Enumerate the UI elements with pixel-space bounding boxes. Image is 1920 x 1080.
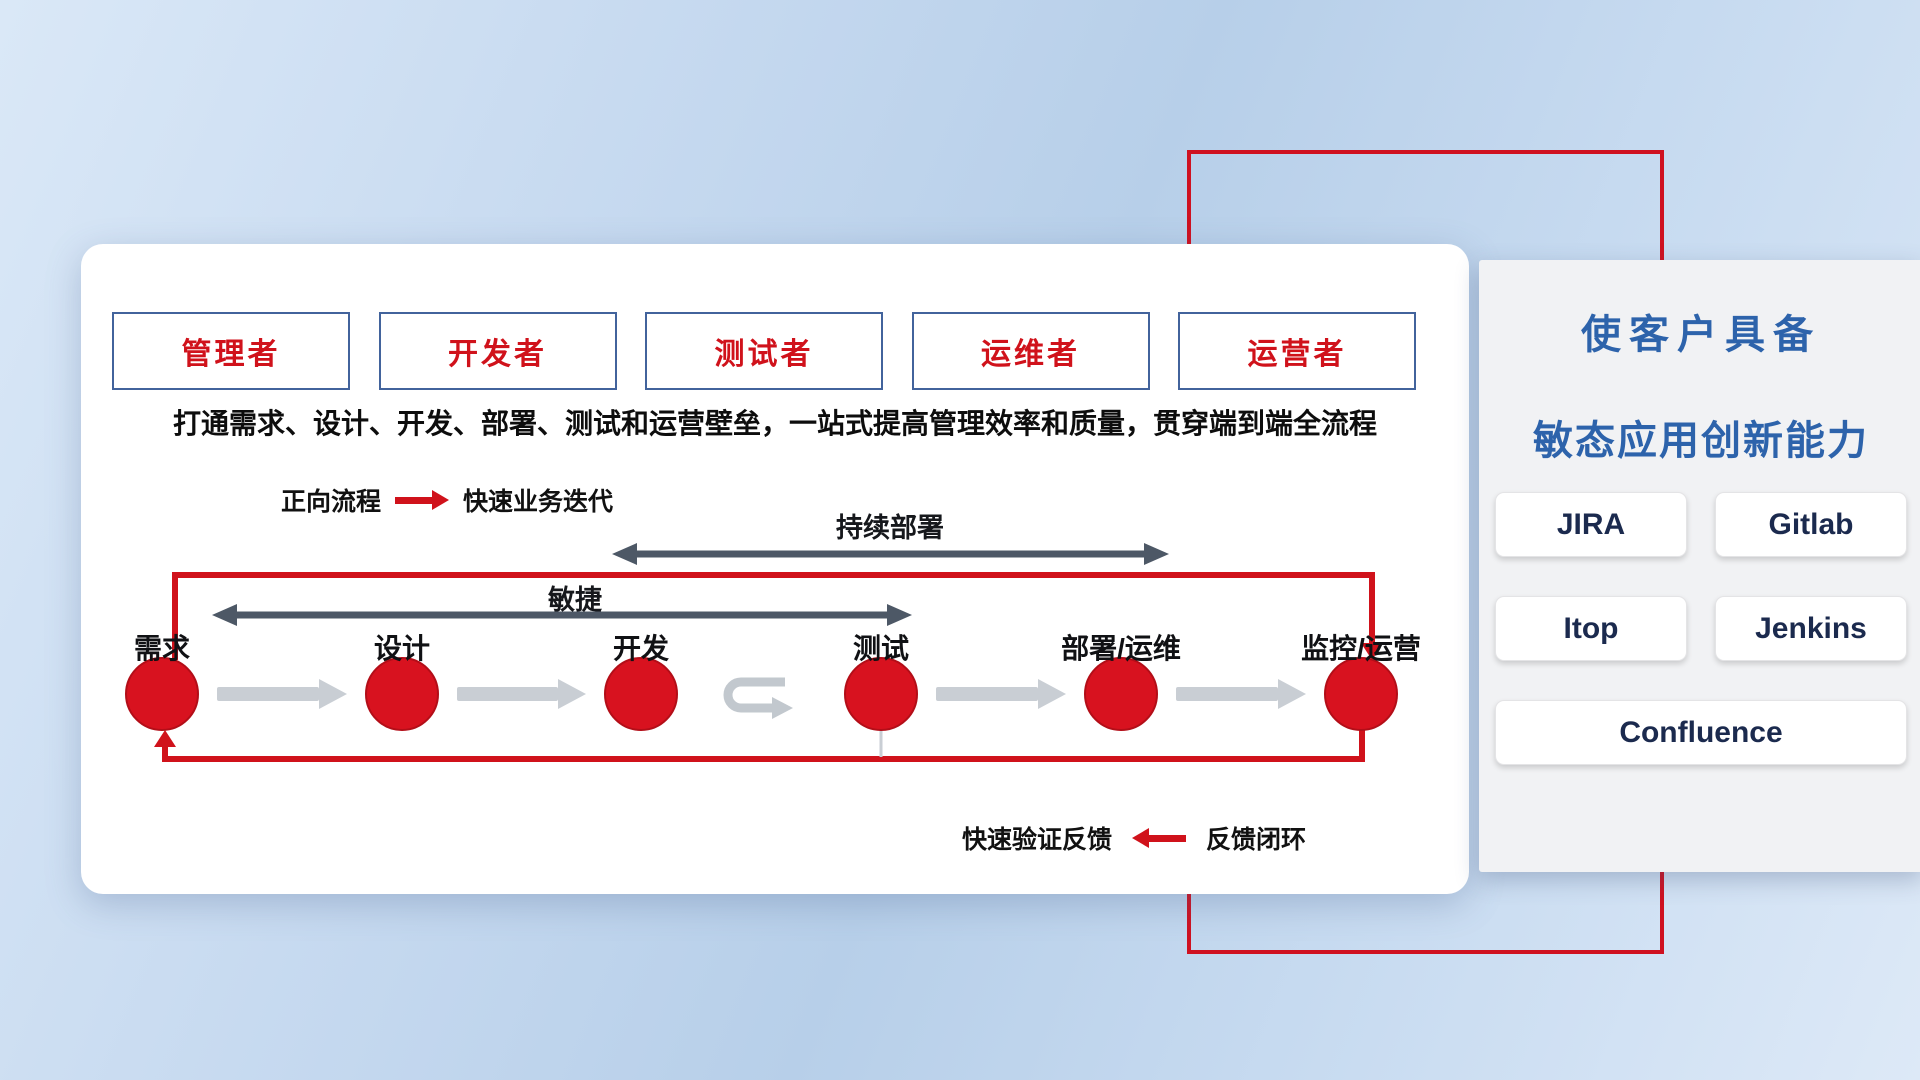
panel-title-line1: 使客户具备 [1581,313,1821,357]
node-deploy-ops [1084,657,1158,731]
agile-label: 敏捷 [548,585,602,615]
role-box-manager: 管理者 [112,312,350,390]
agile-double-arrow [212,604,912,626]
tool-jira: JIRA [1495,492,1687,557]
node-testing [844,657,918,731]
capability-panel: 使客户具备 敏态应用创新能力 JIRA Gitlab Itop Jenkins … [1479,260,1920,872]
iteration-loop-icon [723,677,793,719]
stage-label-requirements: 需求 [133,633,190,664]
tools-grid: JIRA Gitlab Itop Jenkins Confluence [1495,492,1907,765]
forward-arrow-icon [395,496,434,504]
panel-title-line2: 敏态应用创新能力 [1533,419,1869,463]
tool-confluence: Confluence [1495,700,1907,765]
feedback-arrow-icon [1148,834,1187,842]
tool-itop: Itop [1495,596,1687,661]
legend-forward: 正向流程 快速业务迭代 [281,482,613,518]
feedback-loop-line [162,730,1365,762]
feedback-loop-arrowhead [154,730,176,747]
legend-feedback: 快速验证反馈 反馈闭环 [962,820,1306,856]
cd-double-arrow [612,543,1169,565]
legend-feedback-desc: 快速验证反馈 [962,826,1113,854]
legend-forward-desc: 快速业务迭代 [463,488,614,516]
role-box-operator: 运营者 [1178,312,1416,390]
role-label-tester: 测试者 [714,338,814,371]
step-arrows [217,679,1306,709]
cd-label: 持续部署 [836,513,944,543]
flow-diagram: 持续部署 敏捷 需求 设计 开发 测试 部署/运维 监控/运营 快速验证反馈 反… [81,244,1469,894]
legend-feedback-label: 反馈闭环 [1206,826,1307,854]
node-design [365,657,439,731]
stage-label-design: 设计 [373,633,430,664]
stage-label-deploy-ops: 部署/运维 [1061,633,1181,664]
stage-label-testing: 测试 [852,633,909,664]
flow-canvas [125,543,1398,762]
legend-forward-label: 正向流程 [281,488,382,516]
forward-loop-arrowhead [1361,643,1383,660]
node-requirements [125,657,199,731]
subtitle-text: 打通需求、设计、开发、部署、测试和运营壁垒，一站式提高管理效率和质量，贯穿端到端… [172,408,1377,439]
devops-flow-card: 管理者 开发者 测试者 运维者 运营者 打通需求、设计、开发、部署、测试和运营壁… [81,244,1469,894]
role-box-developer: 开发者 [378,312,617,390]
stage-label-monitor-op: 监控/运营 [1301,633,1421,664]
tool-jenkins: Jenkins [1715,596,1907,661]
stage-nodes [125,657,1398,731]
role-label-ops: 运维者 [981,338,1080,371]
role-label-operator: 运营者 [1247,338,1347,371]
role-box-tester: 测试者 [645,312,883,390]
forward-loop-line [172,572,1375,660]
stage-label-development: 开发 [612,633,669,664]
role-label-developer: 开发者 [448,338,547,371]
node-development [604,657,678,731]
role-label-manager: 管理者 [181,338,281,371]
node-monitor-op [1324,657,1398,731]
roles-row: 管理者 开发者 测试者 运维者 运营者 [112,312,1416,390]
tool-gitlab: Gitlab [1715,492,1907,557]
role-box-ops: 运维者 [911,312,1150,390]
